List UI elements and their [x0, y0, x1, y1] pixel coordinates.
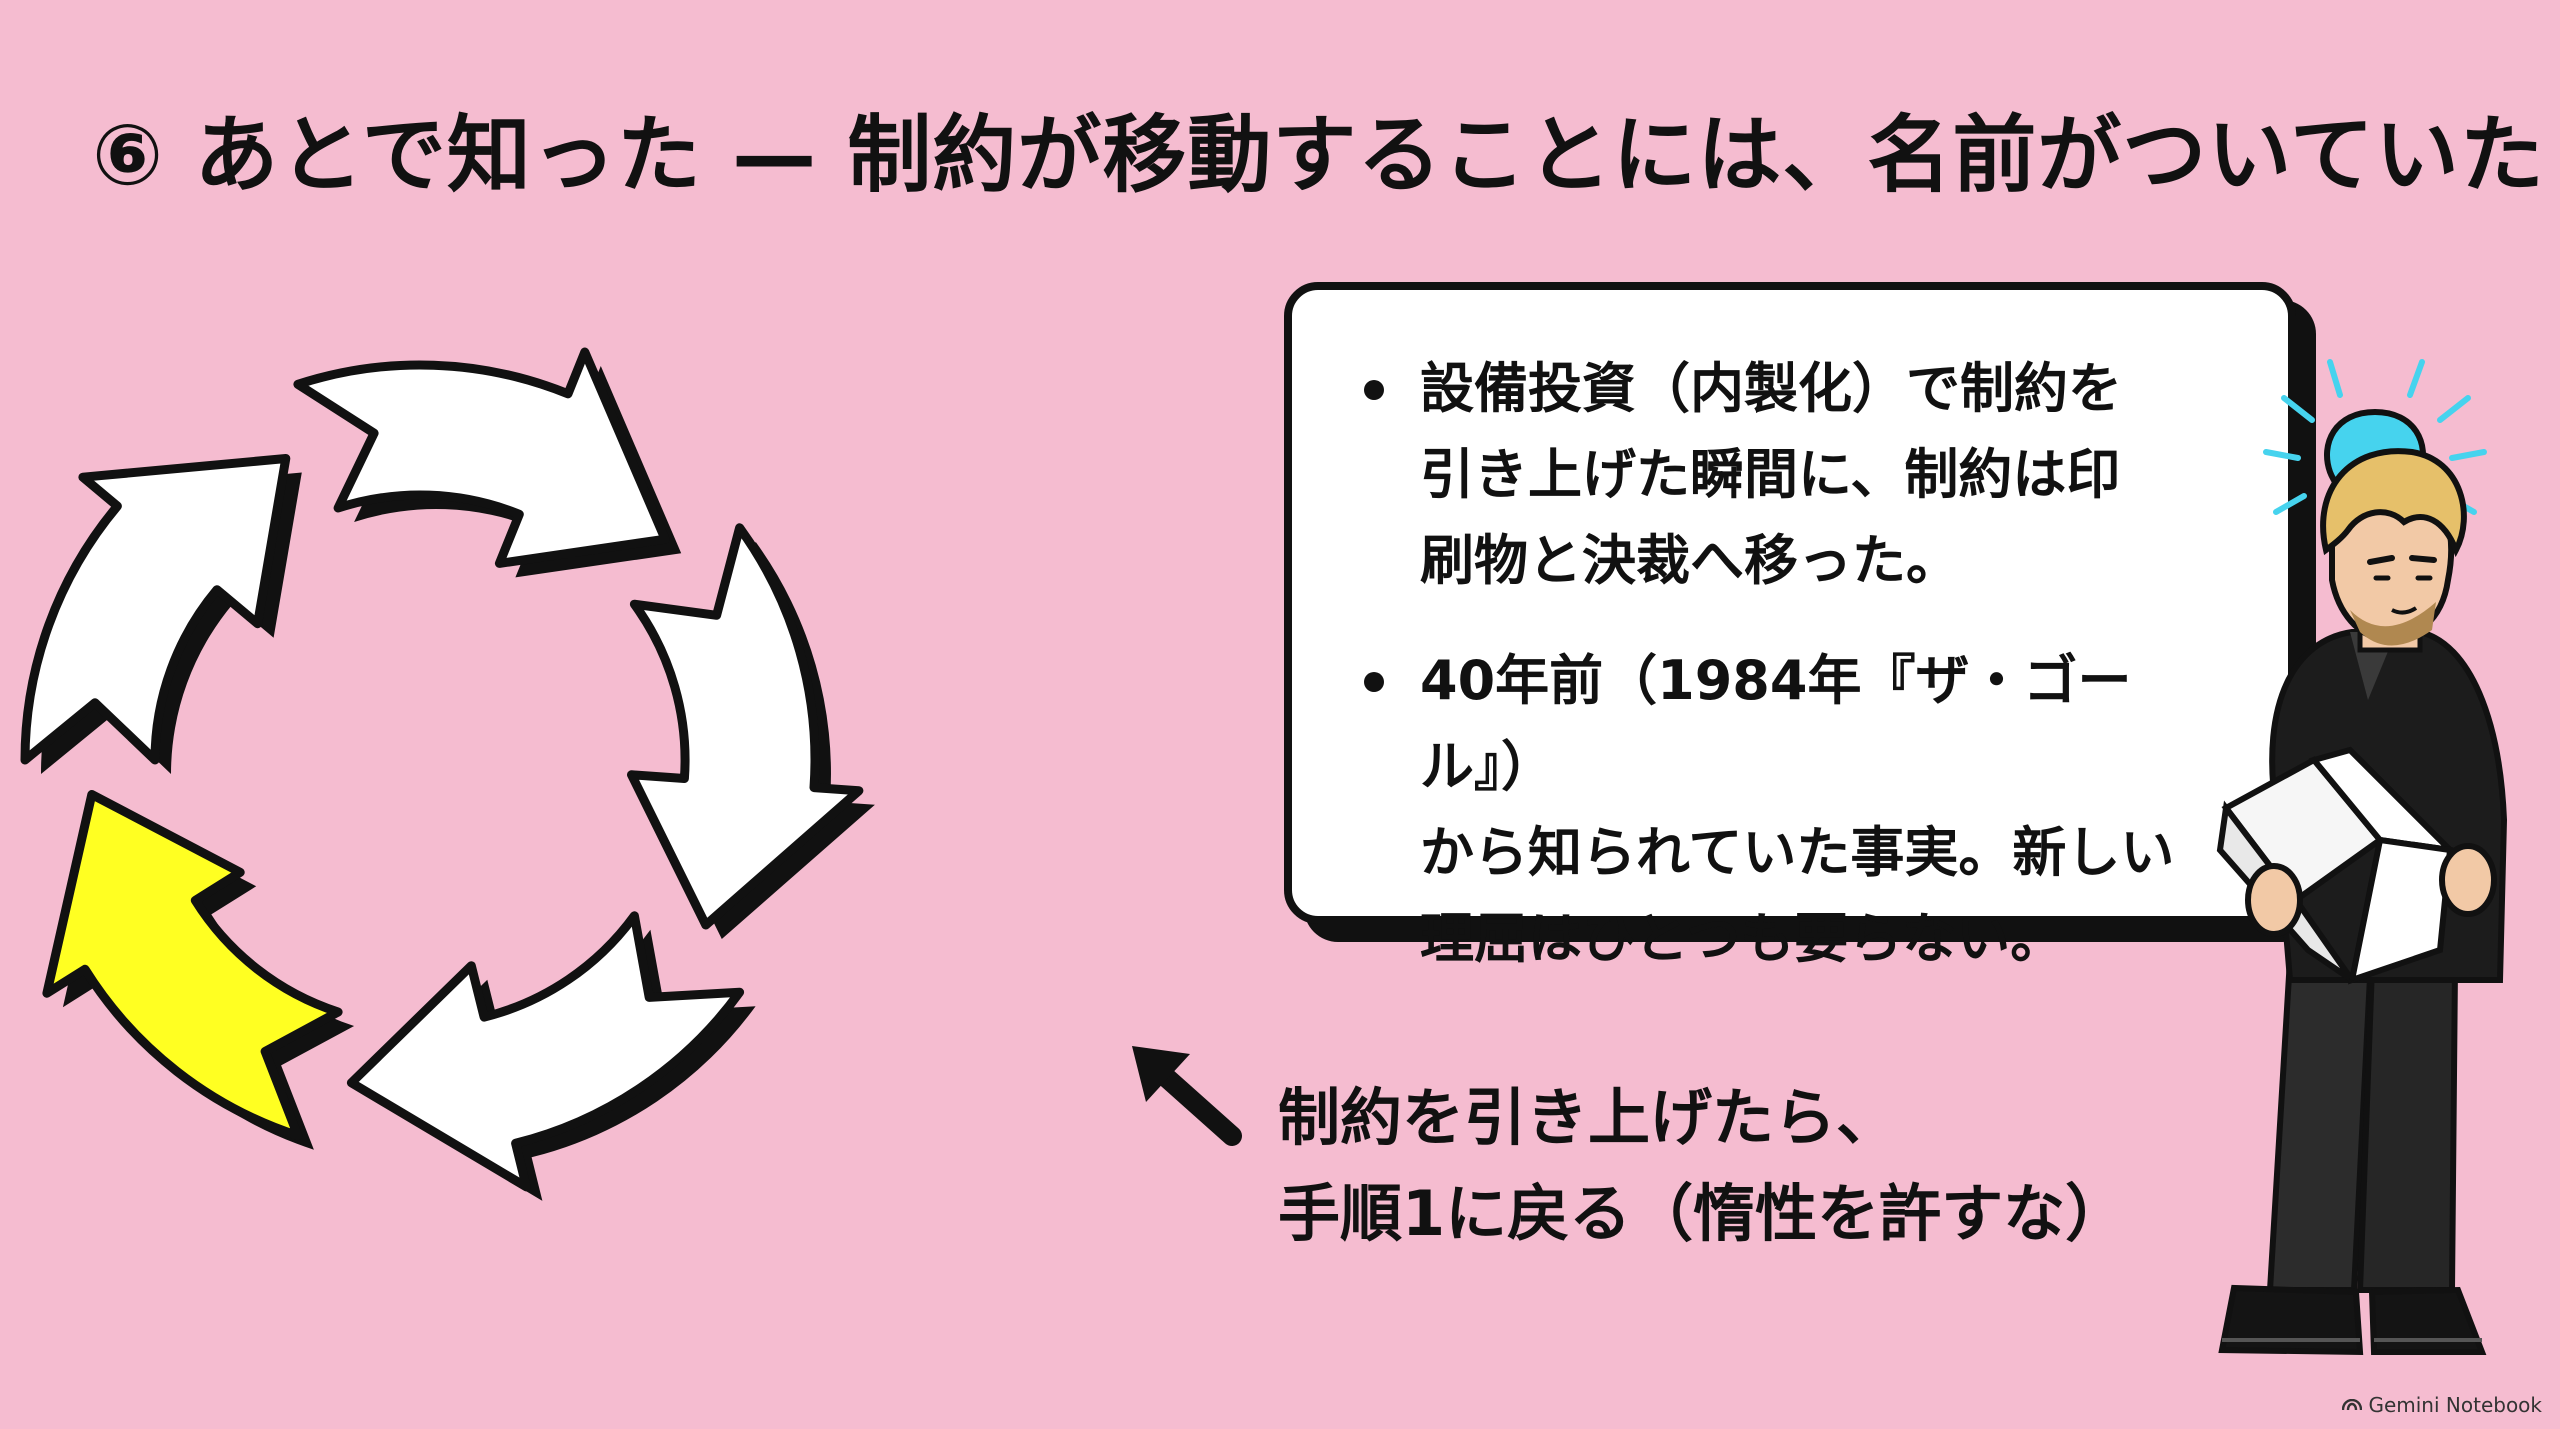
footer-brand-label: Gemini Notebook	[2368, 1393, 2542, 1417]
pointer-arrow-icon	[1132, 1046, 1242, 1146]
page-title: ⑥ あとで知った — 制約が移動することには、名前がついていた	[92, 106, 2545, 204]
cycle-arrow	[346, 911, 745, 1192]
person-reading-illustration	[2216, 359, 2508, 1356]
cycle-arrow	[20, 454, 291, 765]
cycle-arrow	[627, 523, 864, 930]
cycle-arrow	[293, 347, 670, 568]
info-card: 設備投資（内製化）で制約を 引き上げた瞬間に、制約は印 刷物と決裁へ移った。 4…	[1284, 282, 2296, 970]
card-bullet-2: 40年前（1984年『ザ・ゴール』） から知られていた事実。新しい 理屈はひとつ…	[1364, 638, 2228, 982]
cycle-note: 制約を引き上げたら、 手順1に戻る（惰性を許すな）	[1278, 1081, 2128, 1250]
footer-brand: Gemini Notebook	[2342, 1393, 2542, 1417]
card-bullet-1: 設備投資（内製化）で制約を 引き上げた瞬間に、制約は印 刷物と決裁へ移った。	[1364, 346, 2228, 604]
cycle-diagram	[20, 347, 875, 1201]
cycle-arrow-highlighted	[42, 790, 343, 1141]
gemini-logo-icon	[2342, 1399, 2363, 1411]
